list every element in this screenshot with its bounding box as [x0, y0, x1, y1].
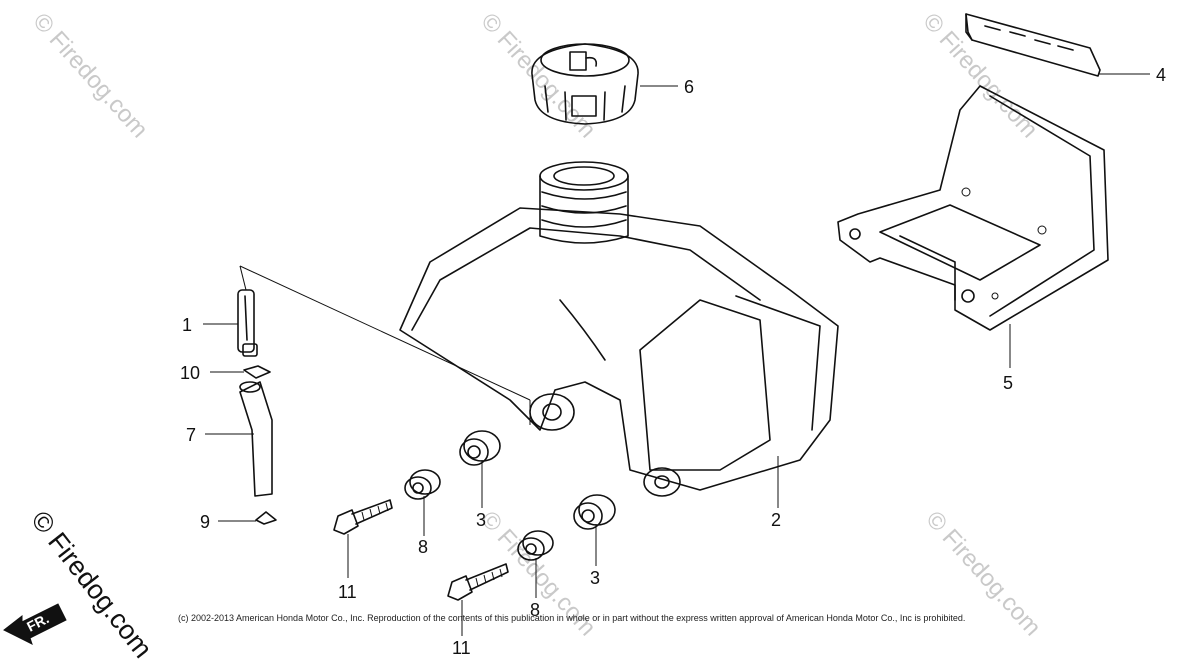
callout-11-upper: 11 [338, 582, 357, 602]
tank-bracket [837, 85, 1109, 331]
rubber-pad [965, 13, 1101, 77]
clip-lower [255, 511, 277, 525]
grommet-lower [573, 494, 616, 530]
bolt-lower [447, 563, 509, 601]
collar-upper [404, 469, 441, 500]
callout-9: 9 [200, 512, 210, 532]
front-direction-arrow: FR. [3, 603, 67, 645]
callouts: 1 10 7 9 6 4 5 2 3 3 8 8 11 11 [180, 65, 1166, 658]
bolt-upper [333, 499, 393, 535]
callout-7: 7 [186, 425, 196, 445]
callout-8-upper: 8 [418, 537, 428, 557]
watermark-3: © Firedog.com [918, 8, 1044, 143]
reference-lines [239, 265, 531, 425]
collar-lower [517, 530, 554, 561]
callout-5: 5 [1003, 373, 1013, 393]
copyright-notice: (c) 2002-2013 American Honda Motor Co., … [178, 613, 965, 623]
fuel-tube [239, 381, 273, 497]
fuel-cap [531, 43, 639, 125]
callout-2: 2 [771, 510, 781, 530]
callout-11-lower: 11 [452, 638, 471, 658]
callout-8-lower: 8 [530, 600, 540, 620]
clip-upper [243, 365, 271, 379]
callout-4: 4 [1156, 65, 1166, 85]
leader-lines [203, 73, 1150, 636]
callout-10: 10 [180, 363, 200, 383]
fuel-filter [237, 289, 258, 357]
callout-6: 6 [684, 77, 694, 97]
fuel-tank [399, 161, 839, 497]
watermark-1: © Firedog.com [28, 8, 154, 143]
grommet-upper [459, 430, 501, 466]
callout-3-upper: 3 [476, 510, 486, 530]
watermark-corner: © Firedog.com [25, 505, 158, 662]
callout-1: 1 [182, 315, 192, 335]
callout-3-lower: 3 [590, 568, 600, 588]
